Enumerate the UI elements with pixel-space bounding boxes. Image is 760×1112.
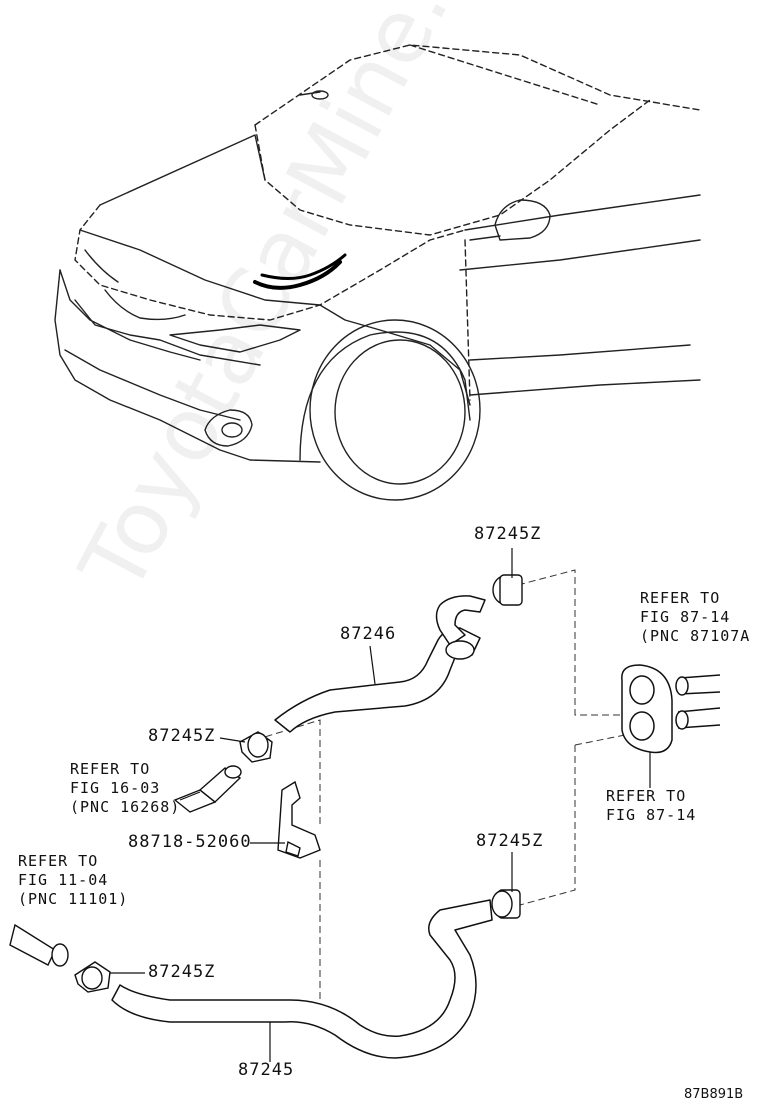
reference-line: (PNC 11101) xyxy=(18,890,129,908)
reference-line: FIG 87-14 xyxy=(606,806,697,824)
bracket-88718 xyxy=(277,780,321,859)
pipe-16268 xyxy=(173,765,242,813)
part-number-87246: 87246 xyxy=(340,624,397,644)
reference-line: REFER TO xyxy=(70,760,151,778)
reference-line: (PNC 16268) xyxy=(70,798,181,816)
part-number-87245z-lower-left: 87245Z xyxy=(148,962,216,982)
reference-line: FIG 87-14 xyxy=(640,608,731,626)
pipe-11101 xyxy=(9,923,69,967)
reference-line: (PNC 87107A xyxy=(640,627,751,645)
hose-87245 xyxy=(111,899,493,1059)
reference-line: REFER TO xyxy=(18,852,99,870)
reference-line: REFER TO xyxy=(606,787,687,805)
part-number-87245z-left: 87245Z xyxy=(148,726,216,746)
part-number-87245z-lower-right: 87245Z xyxy=(476,831,544,851)
hose-clamp-lower-right xyxy=(491,889,521,919)
figure-code: 87B891B xyxy=(684,1087,744,1102)
label-leaders xyxy=(110,548,651,1062)
hose-87246 xyxy=(274,595,486,733)
reference-line: REFER TO xyxy=(640,589,721,607)
reference-line: FIG 16-03 xyxy=(70,779,161,797)
reference-line: FIG 11-04 xyxy=(18,871,109,889)
part-number-87245: 87245 xyxy=(238,1060,295,1080)
hose-clamp-left xyxy=(239,731,273,763)
car-illustration xyxy=(54,44,701,501)
grommet xyxy=(621,664,721,754)
hose-clamp-lower-left xyxy=(74,961,111,993)
part-number-87245z-upper: 87245Z xyxy=(474,524,542,544)
hose-clamp-upper xyxy=(445,574,523,660)
dashed-leaders xyxy=(254,569,626,1000)
part-number-88718-52060: 88718-52060 xyxy=(128,832,252,852)
